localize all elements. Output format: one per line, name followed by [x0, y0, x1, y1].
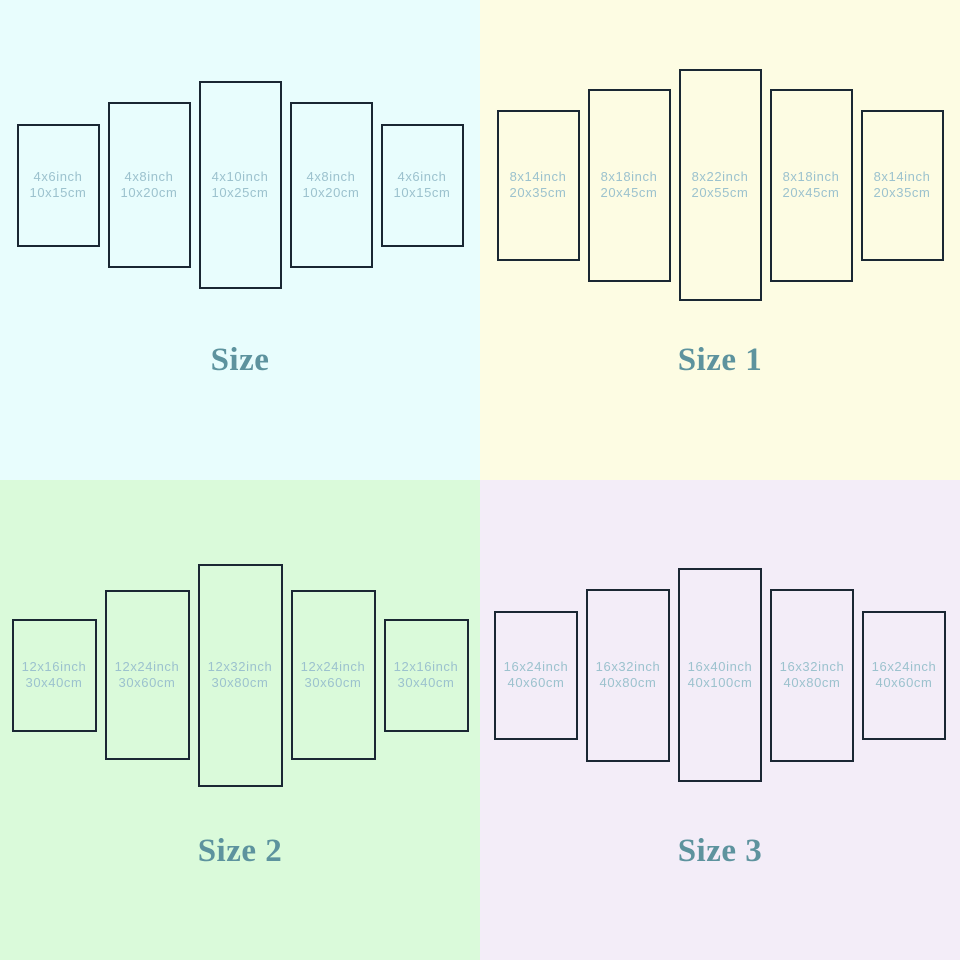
panel-size-inch: 12x32inch [207, 659, 273, 674]
canvas-panel[interactable]: 8x14inch 20x35cm [496, 109, 580, 261]
canvas-panel[interactable]: 16x24inch 40x60cm [862, 610, 946, 740]
size-option-title: Size [210, 342, 270, 378]
panel-size-cm: 30x60cm [118, 675, 176, 690]
size-option-size-2[interactable]: 12x16inch 30x40cm 12x24inch 30x60cm 12x3… [0, 480, 480, 960]
panel-size-inch: 4x8inch [306, 169, 356, 184]
canvas-panel[interactable]: 12x32inch 30x80cm [197, 563, 283, 787]
panel-group: 4x6inch 10x15cm 4x8inch 10x20cm 4x10inch… [0, 0, 480, 370]
canvas-panel[interactable]: 4x8inch 10x20cm [289, 102, 373, 268]
size-option-size-3[interactable]: 16x24inch 40x60cm 16x32inch 40x80cm 16x4… [480, 480, 960, 960]
panel-size-cm: 30x40cm [397, 675, 455, 690]
canvas-panel[interactable]: 16x40inch 40x100cm [678, 568, 762, 782]
canvas-panel[interactable]: 16x24inch 40x60cm [494, 610, 578, 740]
canvas-panel[interactable]: 8x22inch 20x55cm [678, 69, 762, 301]
panel-size-inch: 12x24inch [300, 659, 366, 674]
panel-size-inch: 8x22inch [691, 169, 749, 184]
canvas-panel[interactable]: 8x18inch 20x45cm [587, 88, 671, 282]
panel-size-inch: 12x24inch [114, 659, 180, 674]
size-option-size[interactable]: 4x6inch 10x15cm 4x8inch 10x20cm 4x10inch… [0, 0, 480, 480]
panel-size-cm: 10x15cm [29, 185, 87, 200]
size-option-size-1[interactable]: 8x14inch 20x35cm 8x18inch 20x45cm 8x22in… [480, 0, 960, 480]
canvas-panel[interactable]: 16x32inch 40x80cm [770, 588, 854, 762]
canvas-panel[interactable]: 4x6inch 10x15cm [380, 123, 464, 247]
panel-size-cm: 40x60cm [507, 675, 565, 690]
canvas-panel[interactable]: 12x24inch 30x60cm [104, 590, 190, 760]
canvas-panel[interactable]: 4x6inch 10x15cm [16, 123, 100, 247]
panel-size-cm: 40x60cm [875, 675, 933, 690]
panel-size-cm: 30x60cm [304, 675, 362, 690]
panel-size-inch: 8x18inch [782, 169, 840, 184]
panel-size-cm: 30x80cm [211, 675, 269, 690]
panel-size-cm: 10x25cm [211, 185, 269, 200]
canvas-panel[interactable]: 4x10inch 10x25cm [198, 81, 282, 289]
panel-size-inch: 16x24inch [503, 659, 569, 674]
panel-size-inch: 4x6inch [33, 169, 83, 184]
panel-size-cm: 10x15cm [393, 185, 451, 200]
panel-group: 16x24inch 40x60cm 16x32inch 40x80cm 16x4… [480, 490, 960, 860]
panel-size-cm: 20x45cm [600, 185, 658, 200]
panel-group: 8x14inch 20x35cm 8x18inch 20x45cm 8x22in… [480, 0, 960, 370]
panel-size-cm: 10x20cm [120, 185, 178, 200]
size-option-title: Size 1 [677, 342, 763, 378]
panel-size-cm: 20x35cm [509, 185, 567, 200]
panel-size-inch: 16x32inch [595, 659, 661, 674]
panel-size-cm: 40x100cm [687, 675, 753, 690]
panel-size-cm: 40x80cm [599, 675, 657, 690]
panel-size-inch: 4x6inch [397, 169, 447, 184]
panel-size-inch: 4x10inch [211, 169, 269, 184]
canvas-panel[interactable]: 8x14inch 20x35cm [860, 109, 944, 261]
panel-size-cm: 10x20cm [302, 185, 360, 200]
canvas-panel[interactable]: 12x16inch 30x40cm [383, 618, 469, 732]
canvas-panel[interactable]: 12x24inch 30x60cm [290, 590, 376, 760]
panel-size-inch: 8x18inch [600, 169, 658, 184]
size-option-title: Size 3 [677, 833, 763, 869]
panel-size-cm: 20x55cm [691, 185, 749, 200]
panel-size-inch: 4x8inch [124, 169, 174, 184]
size-option-title: Size 2 [197, 833, 283, 869]
canvas-panel[interactable]: 12x16inch 30x40cm [11, 618, 97, 732]
panel-size-cm: 40x80cm [783, 675, 841, 690]
panel-size-inch: 8x14inch [873, 169, 931, 184]
panel-size-inch: 16x24inch [871, 659, 937, 674]
panel-group: 12x16inch 30x40cm 12x24inch 30x60cm 12x3… [0, 490, 480, 860]
canvas-panel[interactable]: 8x18inch 20x45cm [769, 88, 853, 282]
panel-size-inch: 12x16inch [393, 659, 459, 674]
panel-size-cm: 20x45cm [782, 185, 840, 200]
panel-size-inch: 16x32inch [779, 659, 845, 674]
panel-size-inch: 8x14inch [509, 169, 567, 184]
panel-size-inch: 16x40inch [687, 659, 753, 674]
panel-size-cm: 20x35cm [873, 185, 931, 200]
panel-size-cm: 30x40cm [25, 675, 83, 690]
canvas-panel[interactable]: 4x8inch 10x20cm [107, 102, 191, 268]
canvas-panel[interactable]: 16x32inch 40x80cm [586, 588, 670, 762]
panel-size-inch: 12x16inch [21, 659, 87, 674]
